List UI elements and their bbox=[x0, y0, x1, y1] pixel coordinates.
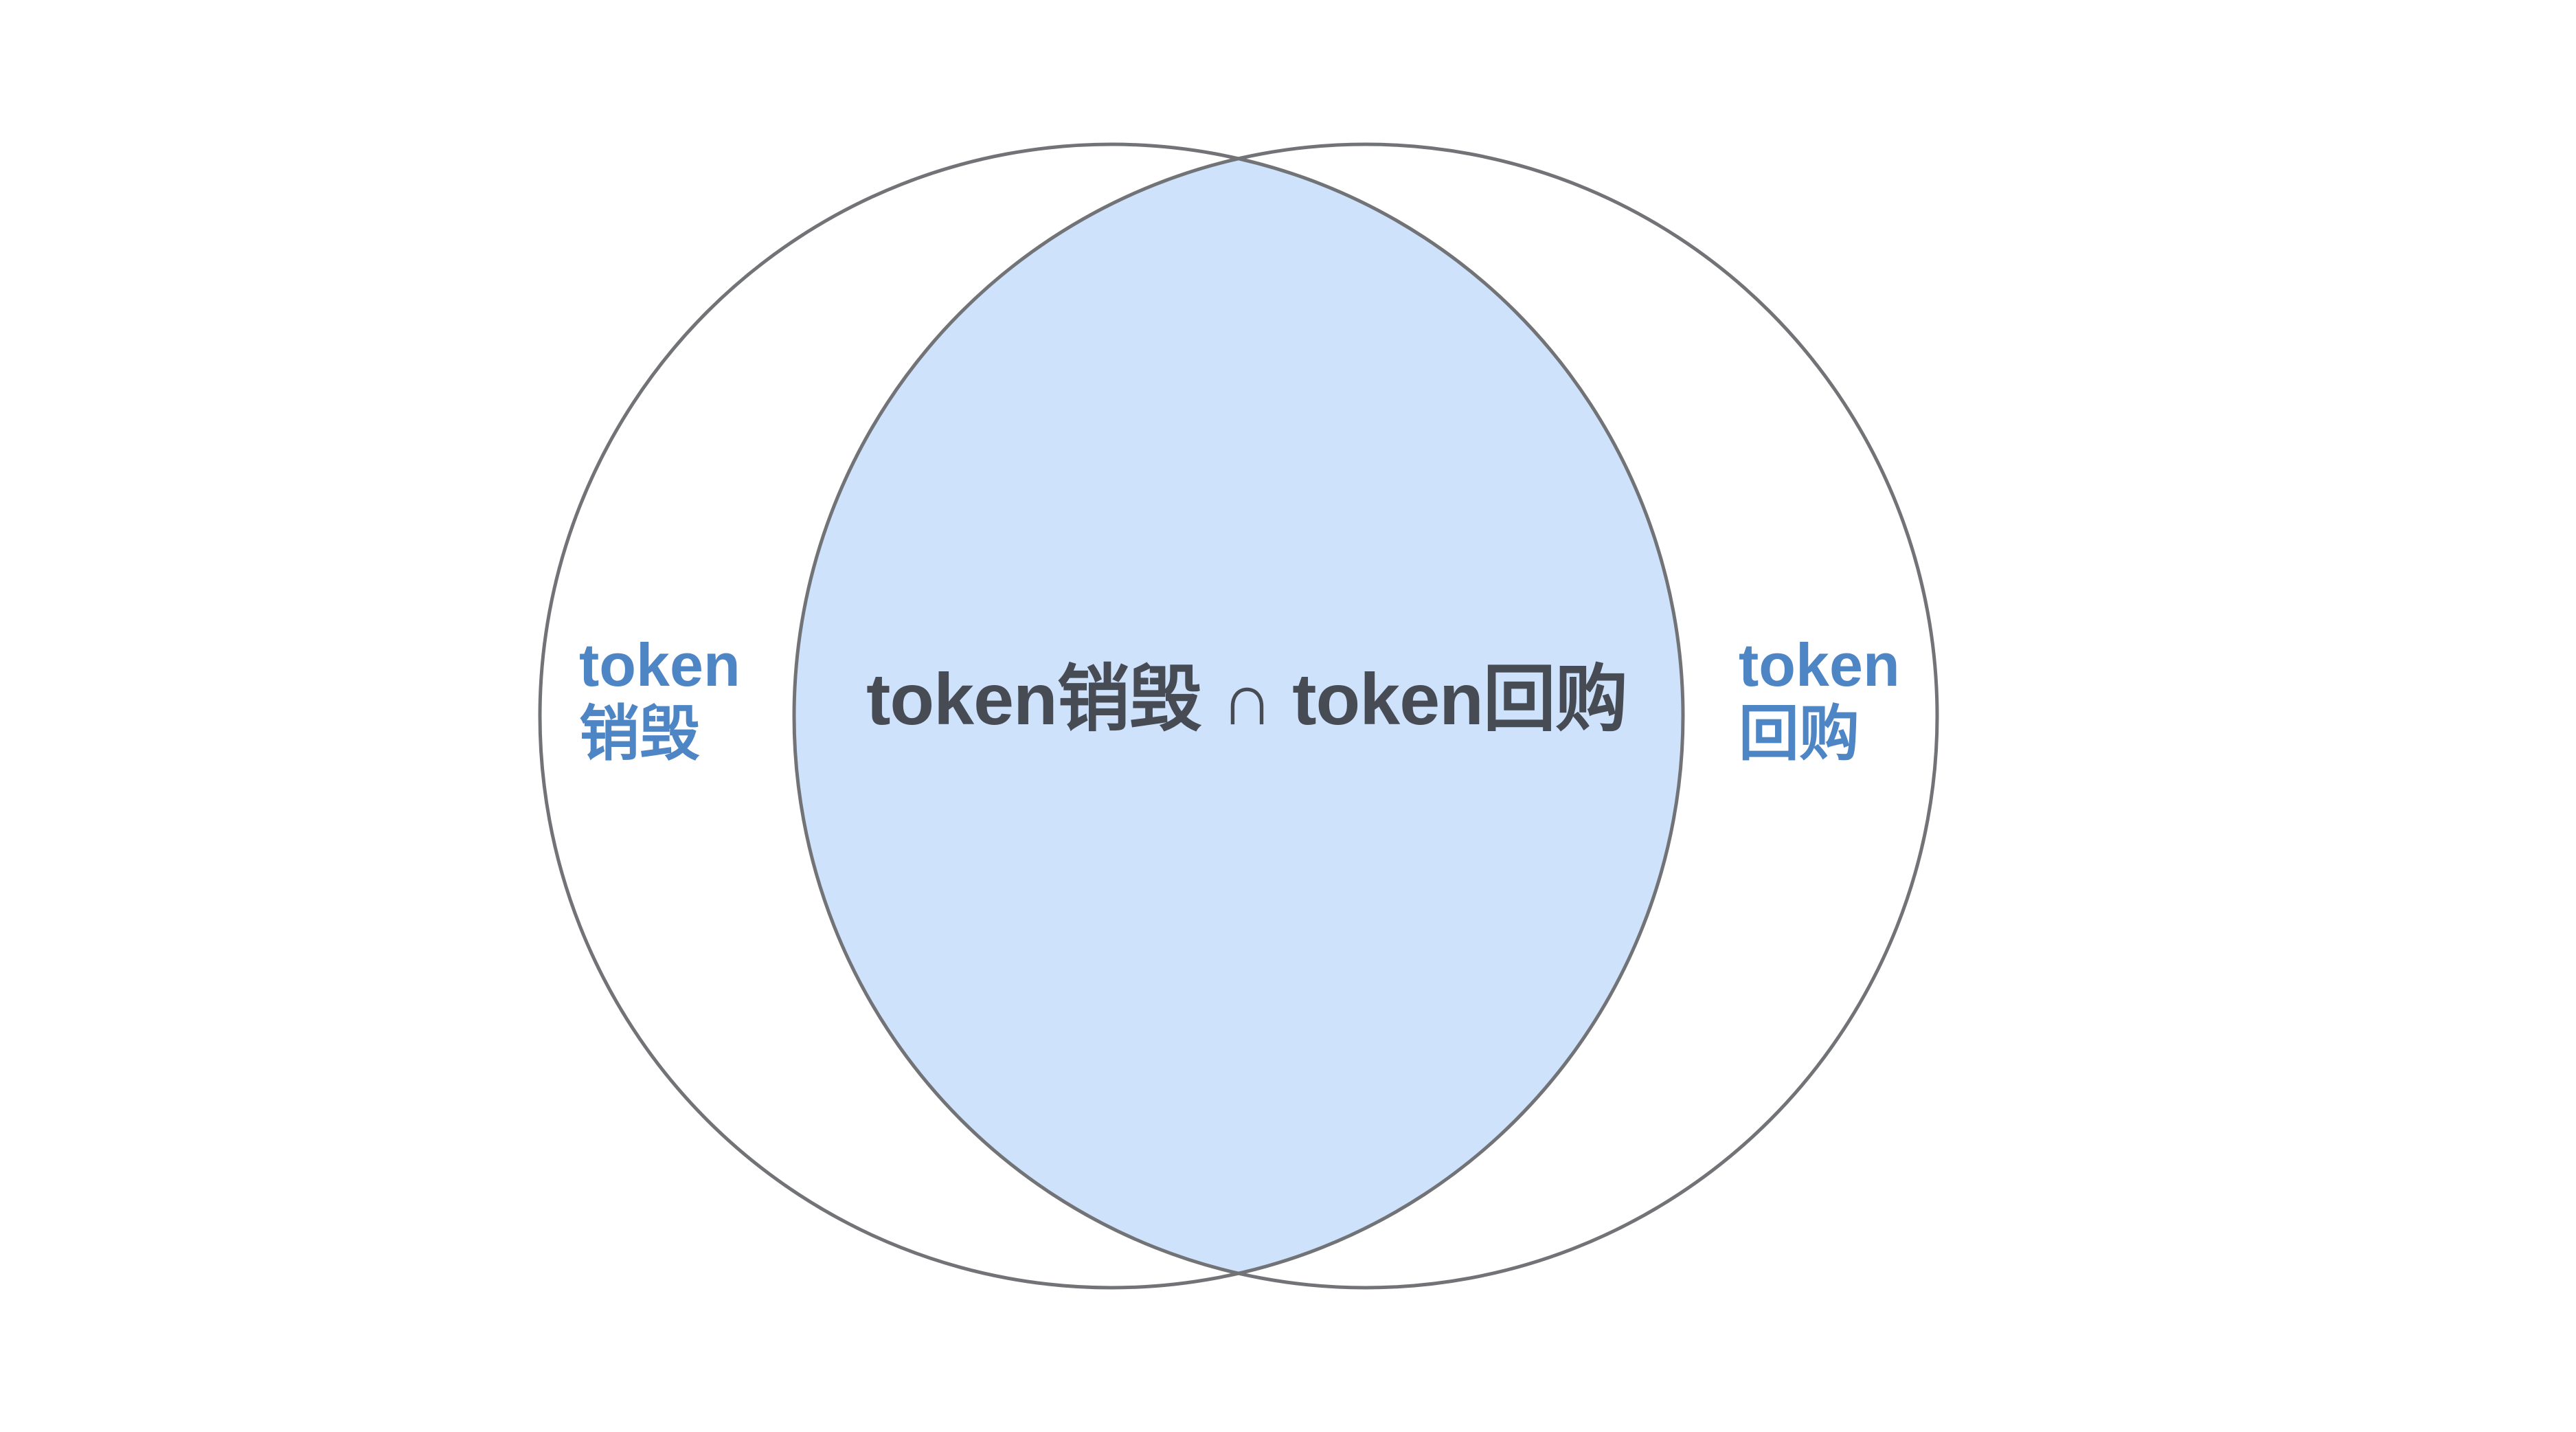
right-circle bbox=[792, 142, 1939, 1290]
intersection-label: token销毁 ∩ token回购 bbox=[866, 659, 1628, 740]
left-set-label: token 销毁 bbox=[579, 631, 741, 768]
right-set-label-line2: 回购 bbox=[1739, 700, 1860, 768]
left-set-label-line2: 销毁 bbox=[579, 700, 701, 768]
right-set-label-line1: token bbox=[1739, 631, 1900, 699]
right-set-label: token 回购 bbox=[1739, 631, 1900, 768]
left-set-label-line1: token bbox=[579, 631, 741, 699]
left-circle bbox=[538, 142, 1685, 1290]
